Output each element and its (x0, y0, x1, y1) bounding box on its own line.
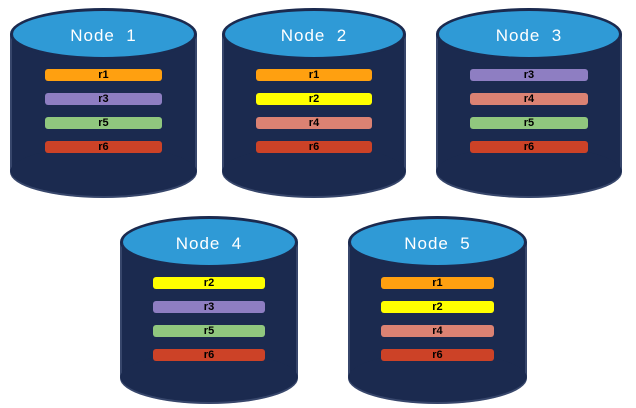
cylinder-bottom (10, 146, 197, 198)
replica-label: r2 (308, 92, 320, 105)
replica-bar: r3 (470, 68, 588, 81)
replica-label: r4 (523, 92, 535, 105)
replica-bar: r3 (152, 300, 266, 313)
replica-bar: r4 (381, 325, 494, 337)
replica-label: r4 (308, 116, 320, 129)
replica-label: r3 (203, 300, 215, 313)
replica-bar: r2 (381, 301, 494, 313)
replica-bar: r5 (44, 116, 163, 129)
replica-label: r5 (203, 324, 215, 337)
replica-bar: r1 (44, 68, 163, 81)
replica-bar-list: r3 r4 r5 r6 (436, 69, 622, 153)
cylinder-bottom (222, 146, 406, 198)
replica-label: r1 (98, 68, 109, 81)
database-cylinder: Node 1 r1 r3 r5 r6 (10, 8, 197, 198)
replica-bar: r1 (256, 69, 372, 81)
replica-label: r1 (308, 68, 320, 81)
replica-label: r4 (432, 324, 443, 337)
replica-bar: r6 (152, 348, 266, 361)
replica-bar-list: r2 r3 r5 r6 (120, 277, 298, 361)
cylinder-top: Node 3 (436, 8, 622, 60)
node-title: Node 4 (175, 233, 243, 253)
replica-bar: r2 (256, 93, 372, 105)
replica-bar-list: r1 r3 r5 r6 (10, 69, 197, 153)
replica-label: r2 (432, 300, 443, 313)
replica-label: r1 (432, 276, 443, 289)
replica-label: r2 (203, 276, 215, 289)
node-title: Node 5 (404, 233, 471, 253)
replica-bar: r4 (256, 117, 372, 129)
node-title: Node 2 (280, 25, 348, 45)
replica-bar: r5 (152, 324, 266, 337)
replica-label: r3 (98, 92, 109, 105)
replica-label: r6 (523, 140, 535, 153)
database-cylinder: Node 2 r1 r2 r4 r6 (222, 8, 406, 198)
node-title: Node 1 (70, 25, 137, 45)
replica-bar: r6 (470, 140, 588, 153)
replica-bar: r6 (256, 141, 372, 153)
cylinder-bottom (436, 146, 622, 198)
replica-bar: r6 (44, 140, 163, 153)
replica-label: r3 (523, 68, 535, 81)
replica-label: r5 (523, 116, 535, 129)
replica-bar-list: r1 r2 r4 r6 (348, 277, 527, 361)
replica-bar: r6 (381, 349, 494, 361)
replica-bar-list: r1 r2 r4 r6 (222, 69, 406, 153)
replica-bar: r4 (470, 92, 588, 105)
replica-label: r5 (98, 116, 109, 129)
replica-label: r6 (203, 348, 215, 361)
cylinder-top: Node 5 (348, 216, 527, 268)
database-cylinder: Node 4 r2 r3 r5 r6 (120, 216, 298, 404)
replica-label: r6 (308, 140, 320, 153)
replica-bar: r2 (152, 276, 266, 289)
replica-label: r6 (98, 140, 109, 153)
replica-label: r6 (432, 348, 443, 361)
database-cylinder: Node 5 r1 r2 r4 r6 (348, 216, 527, 404)
replica-bar: r3 (44, 92, 163, 105)
cylinder-top: Node 2 (222, 8, 406, 60)
cylinder-top: Node 1 (10, 8, 197, 60)
replica-bar: r5 (470, 116, 588, 129)
replica-bar: r1 (381, 277, 494, 289)
cylinder-top: Node 4 (120, 216, 298, 268)
node-title: Node 3 (495, 25, 563, 45)
database-cylinder: Node 3 r3 r4 r5 r6 (436, 8, 622, 198)
